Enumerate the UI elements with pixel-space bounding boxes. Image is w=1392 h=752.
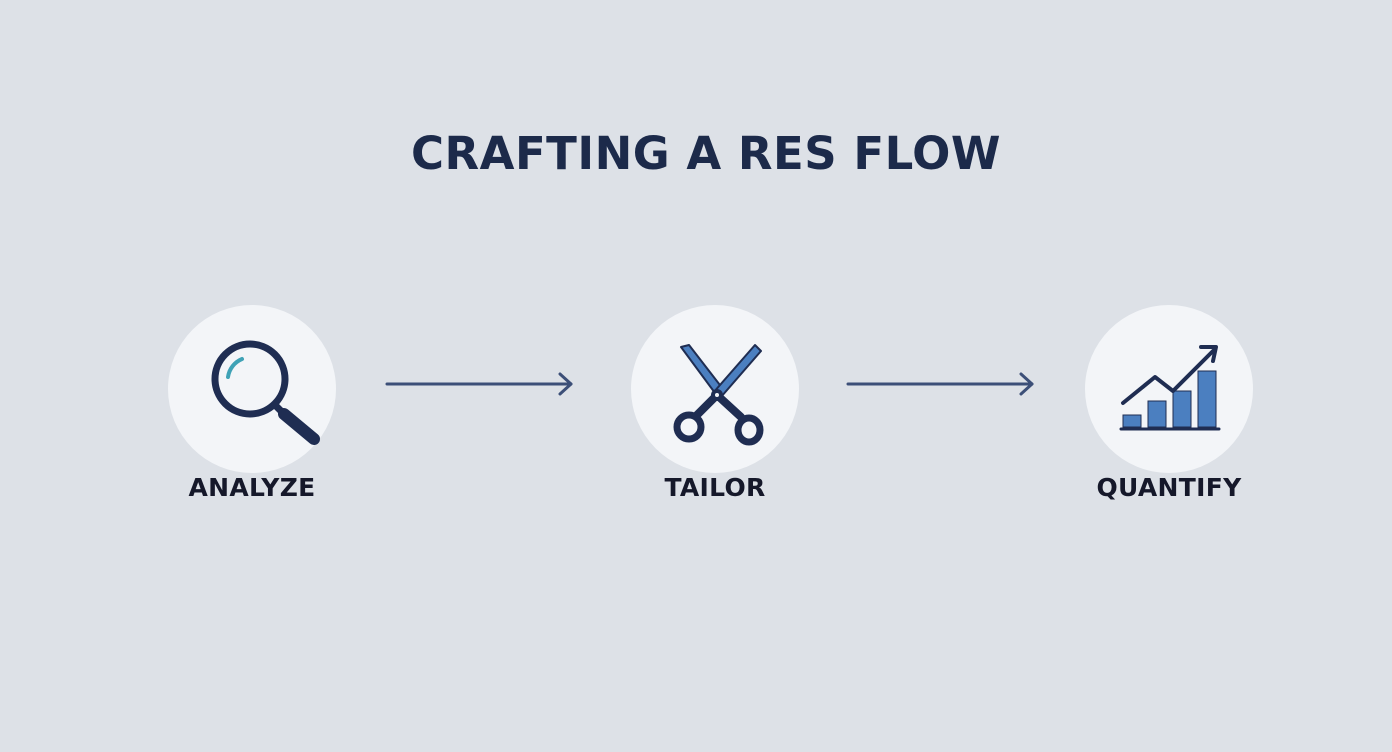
magnifying-glass-icon xyxy=(211,340,320,445)
flow-arrow-1 xyxy=(385,372,573,396)
step-icon-circle xyxy=(631,305,799,473)
flow-arrow-2 xyxy=(846,372,1034,396)
diagram-title: CRAFTING A RES FLOW xyxy=(410,127,1002,180)
step-icon-circle xyxy=(168,305,336,473)
step-label-analyze: ANALYZE xyxy=(188,473,316,502)
growth-chart-icon xyxy=(1119,345,1221,431)
step-label-tailor: TAILOR xyxy=(664,473,766,502)
step-label-quantify: QUANTIFY xyxy=(1096,473,1242,502)
step-icon-circle xyxy=(1085,305,1253,473)
scissors-icon xyxy=(673,344,764,446)
